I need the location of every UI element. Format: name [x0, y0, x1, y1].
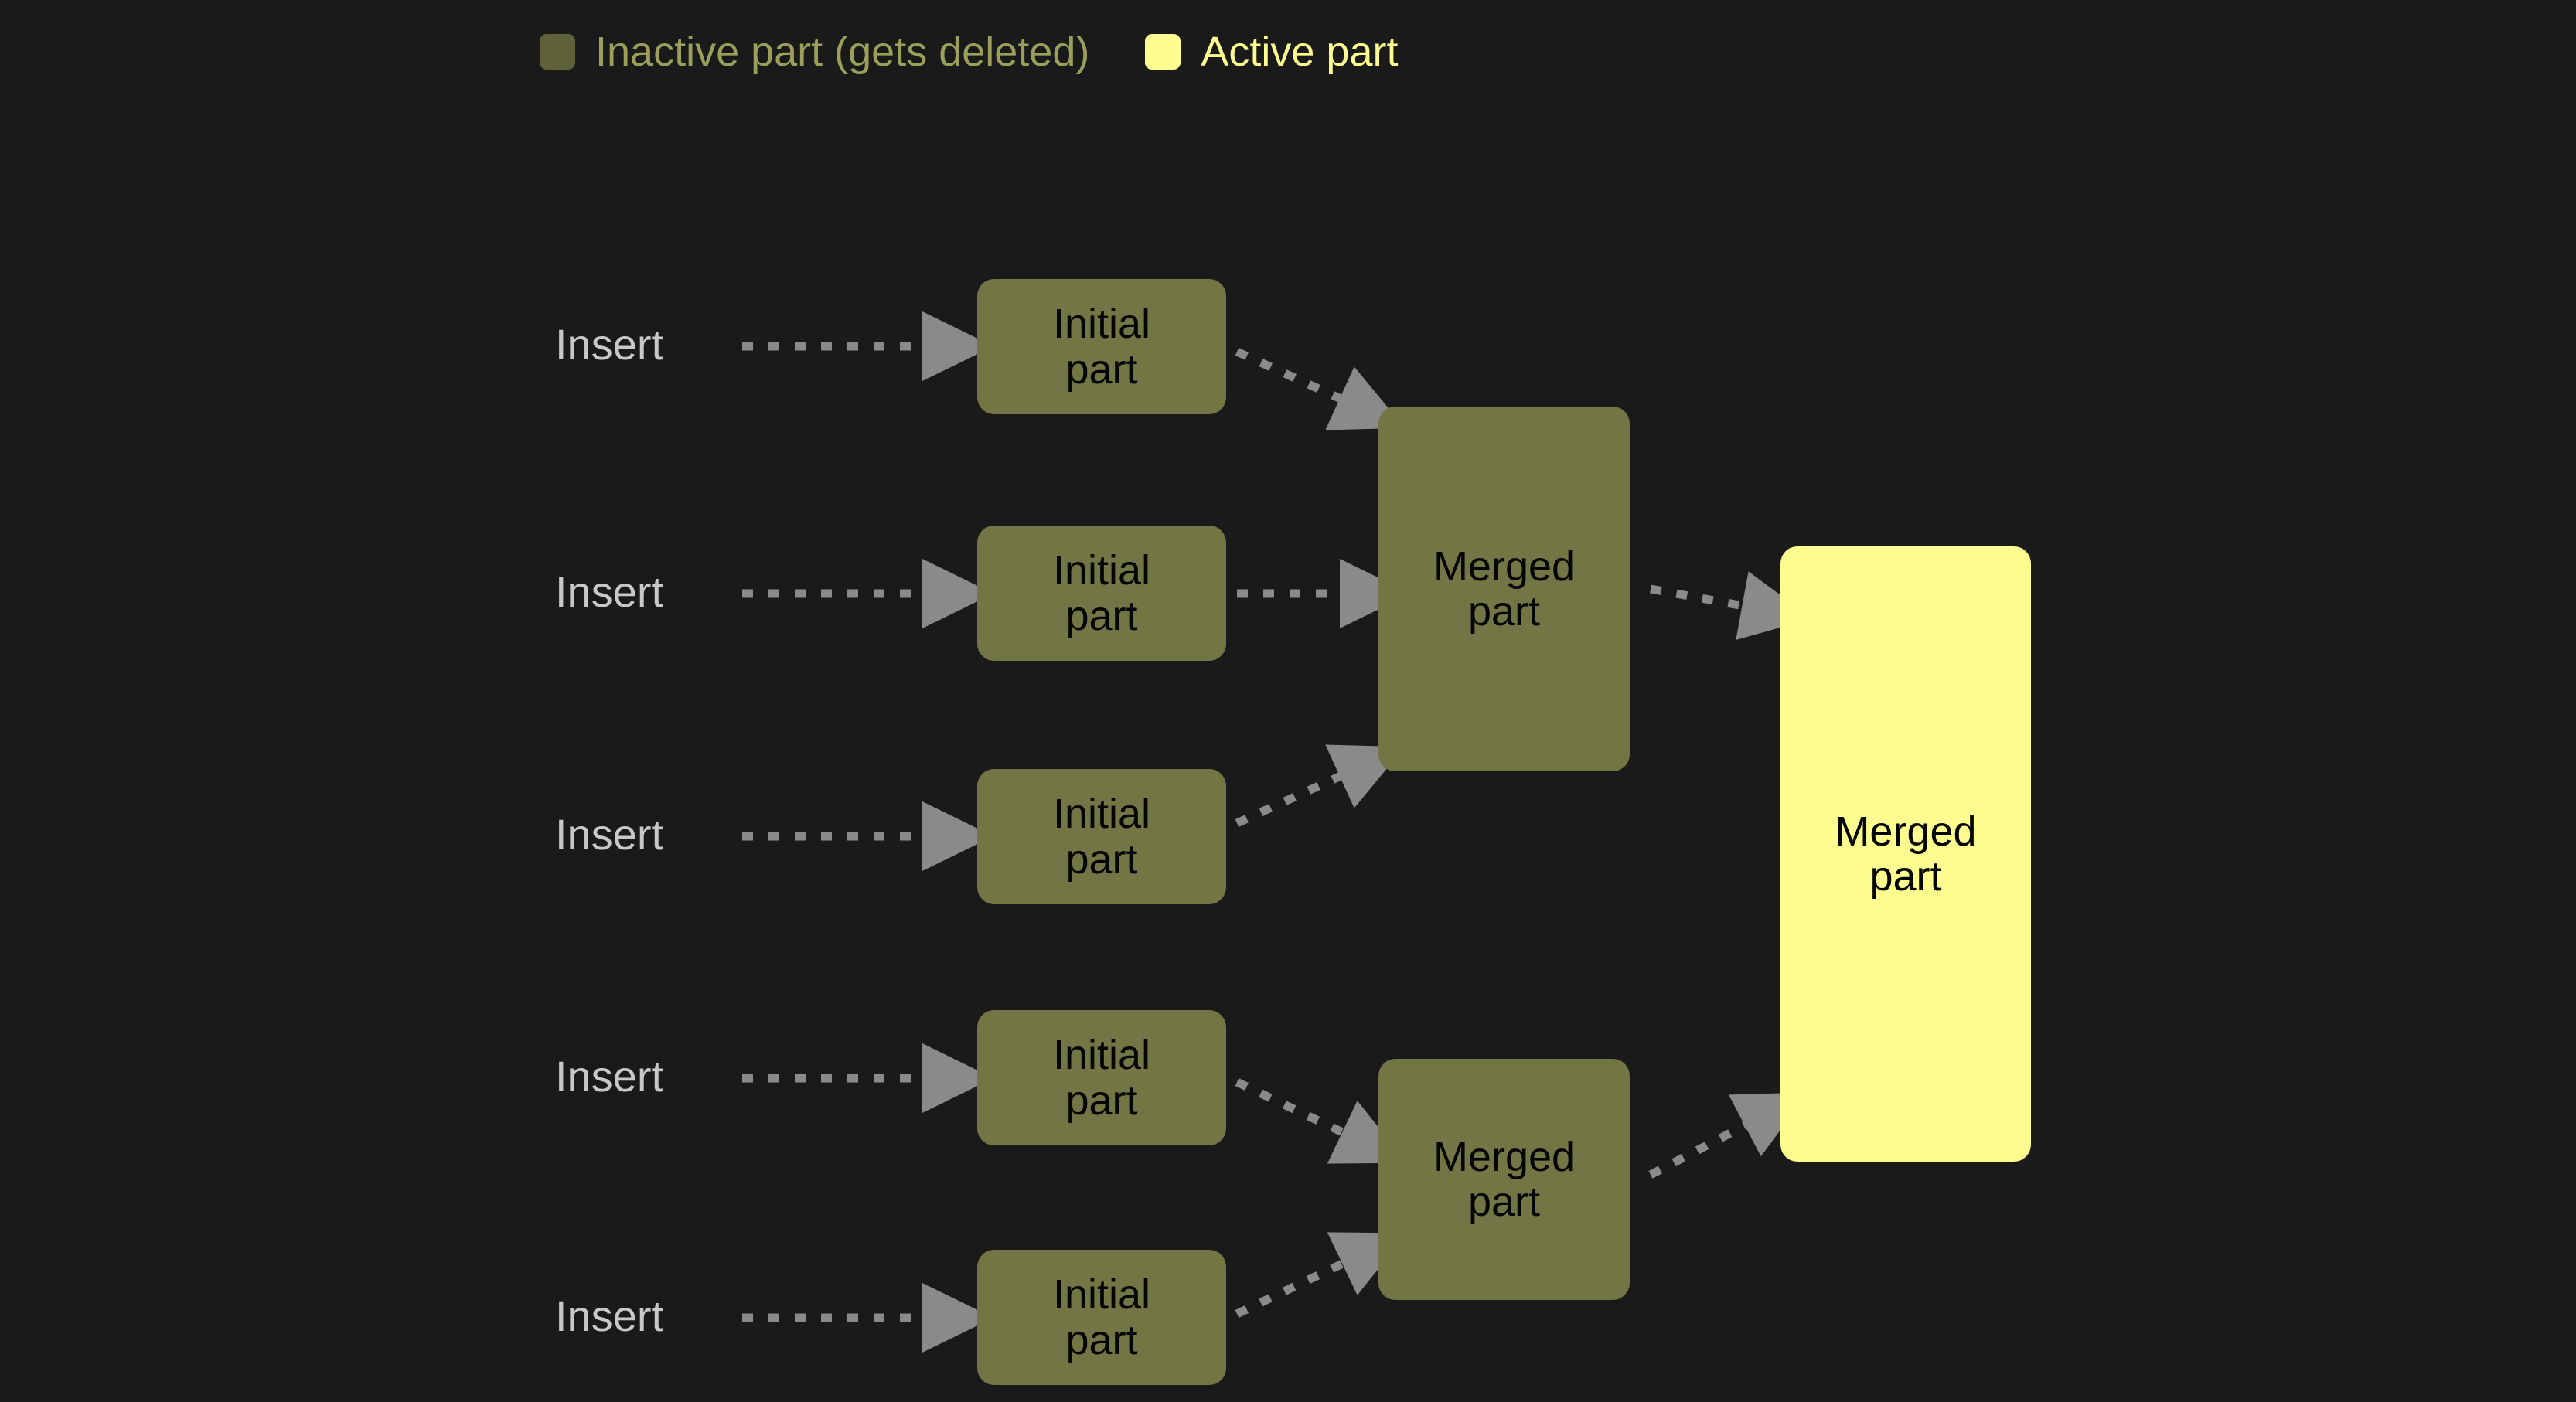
edge-merged2-final [1648, 1092, 1808, 1179]
node-initial-part-2-line2: part [1065, 592, 1138, 639]
legend-item-inactive: Inactive part (gets deleted) [540, 31, 1089, 73]
node-merged-part-active-line1: Merged [1835, 808, 1977, 855]
node-merged-part-2-line1: Merged [1433, 1133, 1576, 1180]
legend-label-inactive: Inactive part (gets deleted) [595, 29, 1090, 75]
legend-item-active: Active part [1145, 31, 1398, 73]
insert-label-2: Insert [555, 567, 664, 616]
node-initial-part-4[interactable]: Initial part [977, 1010, 1226, 1145]
node-initial-part-5-line1: Initial [1052, 1271, 1151, 1319]
node-merged-part-1[interactable]: Merged part [1378, 407, 1630, 771]
node-initial-part-1[interactable]: Initial part [977, 279, 1226, 414]
node-initial-part-3-line1: Initial [1052, 791, 1151, 838]
node-initial-part-2-line1: Initial [1052, 547, 1151, 594]
edge-initial4-merged2 [1235, 1078, 1407, 1164]
insert-label-4: Insert [555, 1052, 664, 1101]
node-merged-part-1-line1: Merged [1433, 543, 1576, 590]
node-initial-part-3-line2: part [1065, 835, 1138, 883]
edge-initial1-merged1 [1235, 347, 1406, 430]
edge-initial3-merged1 [1235, 744, 1406, 828]
node-initial-part-5-line2: part [1065, 1316, 1138, 1363]
node-merged-part-2[interactable]: Merged part [1378, 1059, 1630, 1300]
legend-swatch-inactive-icon [540, 34, 575, 70]
legend-spacer [1089, 52, 1145, 53]
node-initial-part-1-line2: part [1065, 345, 1138, 393]
node-initial-part-1-line1: Initial [1052, 301, 1151, 348]
node-merged-part-2-line2: part [1467, 1179, 1541, 1225]
node-initial-part-4-line1: Initial [1052, 1032, 1151, 1079]
edge-merged1-final [1650, 571, 1813, 641]
node-initial-part-5[interactable]: Initial part [977, 1250, 1226, 1385]
legend-swatch-active-icon [1145, 34, 1181, 70]
edge-initial5-merged2 [1235, 1232, 1407, 1318]
legend: Inactive part (gets deleted) Active part [540, 28, 1398, 76]
node-merged-part-active-line2: part [1869, 853, 1942, 900]
node-initial-part-2[interactable]: Initial part [977, 526, 1226, 661]
node-merged-part-1-line2: part [1467, 588, 1541, 635]
node-initial-part-3[interactable]: Initial part [977, 769, 1226, 904]
legend-label-active: Active part [1201, 29, 1399, 75]
insert-label-3: Insert [555, 810, 664, 859]
insert-label-5: Insert [555, 1291, 664, 1340]
node-merged-part-active[interactable]: Merged part [1780, 546, 2031, 1162]
node-initial-part-4-line2: part [1065, 1077, 1138, 1124]
insert-label-1: Insert [555, 320, 664, 369]
